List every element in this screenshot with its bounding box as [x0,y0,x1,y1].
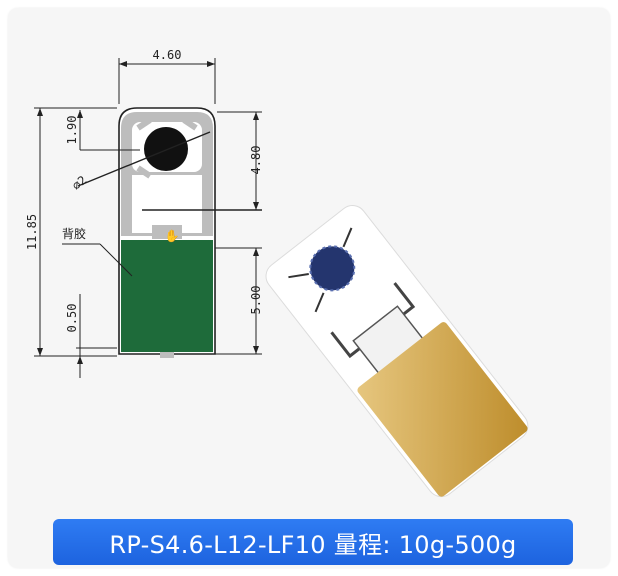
dim-width: 4.60 [153,48,182,62]
dim-top-height: 1.90 [65,116,79,145]
dim-adhesive-height: 5.00 [249,286,263,315]
hand-icon: ✋ [165,229,180,243]
dim-tail-height: 0.50 [65,304,79,333]
adhesive-label: 背胶 [62,226,86,241]
sensing-dot [310,246,355,291]
product-photo [265,205,529,498]
dim-sensing-height: 4.80 [249,146,263,175]
sensing-area [144,127,188,171]
model-banner: RP-S4.6-L12-LF10 量程: 10g-500g [53,519,573,565]
dim-hole-diameter: ⌀2 [69,173,89,193]
dim-total-length: 11.85 [25,214,39,250]
sensor-window [132,175,202,233]
technical-drawing: ✋ 4.60 11.85 1.90 ⌀2 4.80 [25,48,263,378]
adhesive-area [121,240,213,352]
